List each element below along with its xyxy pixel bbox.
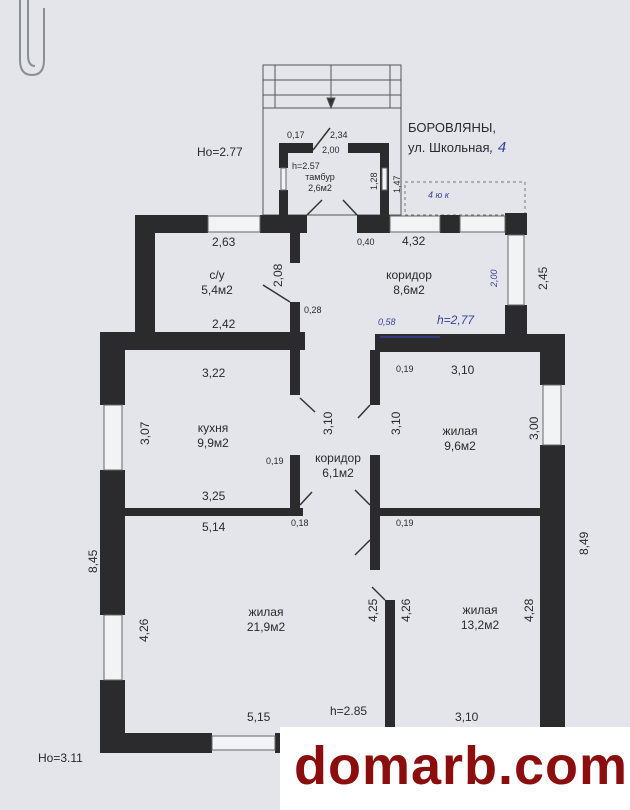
dim: 0,58 <box>378 317 396 327</box>
ho-bottom: Ho=3.11 <box>38 751 83 765</box>
dim: 1,28 <box>369 172 379 190</box>
windows <box>103 167 562 751</box>
dim: 4,26 <box>137 618 151 642</box>
dim: 3,07 <box>138 421 152 445</box>
dim: 4,26 <box>399 598 413 622</box>
porch-steps <box>262 64 526 216</box>
dim: 3,10 <box>455 710 479 724</box>
annotation: 4 ю к <box>428 190 450 200</box>
dim: 3,10 <box>451 363 475 377</box>
dim: 1,47 <box>392 175 402 193</box>
dim: 0,28 <box>304 305 322 315</box>
dim: 0,40 <box>357 237 375 247</box>
dim: 2,00 <box>322 145 340 155</box>
dim: 5,14 <box>202 520 226 534</box>
walls <box>100 143 565 753</box>
dim: 2,42 <box>212 317 236 331</box>
dim: 0,19 <box>396 518 414 528</box>
ho-top: Ho=2.77 <box>197 145 243 159</box>
dim: 0,19 <box>396 364 414 374</box>
dim: 4,25 <box>366 598 380 622</box>
dim: 3,22 <box>202 366 226 380</box>
dim: 2,63 <box>212 235 236 249</box>
door-swings <box>262 127 440 601</box>
dim-total-left: 8,45 <box>86 549 100 573</box>
address-town: БОРОВЛЯНЫ, <box>408 120 496 135</box>
tambur-height: h=2.57 <box>292 161 320 171</box>
dim: 2,08 <box>271 263 285 287</box>
dim: 4,32 <box>402 234 426 248</box>
watermark-text: domarb.com <box>294 736 629 796</box>
paper-clip <box>19 0 45 77</box>
dim: 2,34 <box>330 130 348 140</box>
dim: 0,18 <box>291 518 309 528</box>
main-height: h=2.85 <box>330 704 368 718</box>
dim: 2,45 <box>536 266 550 290</box>
dim: 0,19 <box>266 456 284 466</box>
dim-total-right: 8,49 <box>577 531 591 555</box>
corridor-height: h=2,77 <box>437 313 475 327</box>
dim: 0,17 <box>287 130 305 140</box>
dim: 3,10 <box>389 411 403 435</box>
dim: 5,15 <box>247 710 271 724</box>
address-street: ул. Школьная, 4 <box>408 139 507 156</box>
dim: 3,25 <box>202 489 226 503</box>
watermark: domarb.com <box>280 727 630 810</box>
dim: 3,00 <box>527 416 541 440</box>
dim: 2,00 <box>489 269 499 287</box>
dim: 3,10 <box>321 411 335 435</box>
dim: 4,28 <box>522 598 536 622</box>
